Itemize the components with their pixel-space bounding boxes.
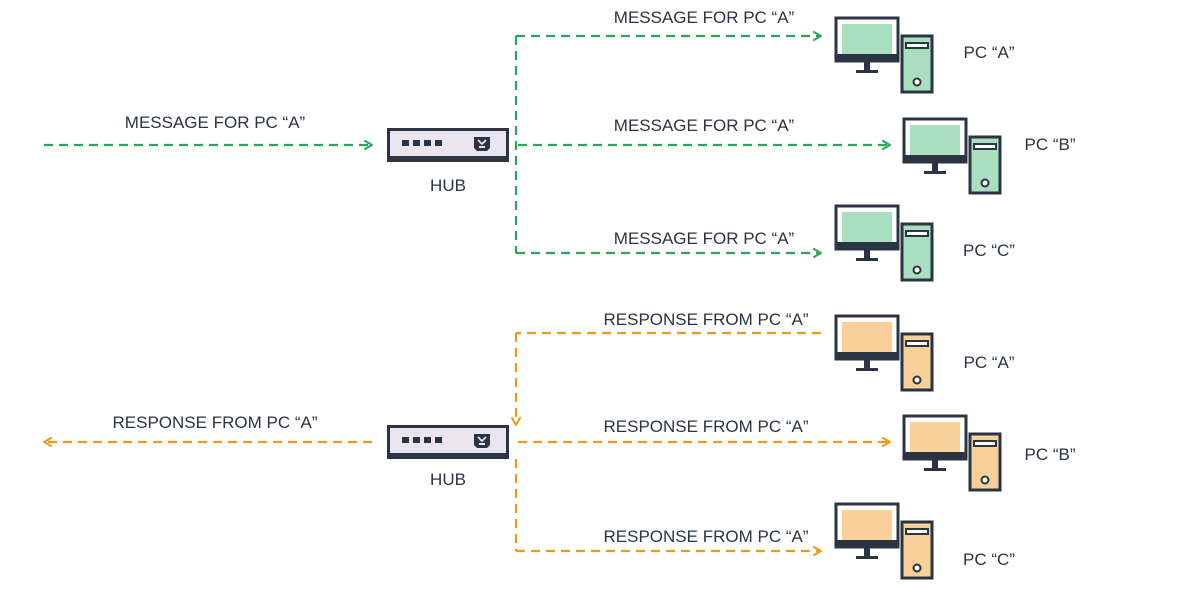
computer-icon [834, 204, 934, 282]
pc-label-b: PC “B” [1025, 135, 1076, 154]
incoming-message-label: MESSAGE FOR PC “A” [125, 113, 306, 132]
hub-icon [387, 128, 509, 162]
outgoing-response-label: RESPONSE FROM PC “A” [113, 413, 318, 432]
computer-icon [834, 314, 934, 392]
computer-icon [902, 414, 1002, 492]
response-label-c: RESPONSE FROM PC “A” [604, 527, 809, 546]
computer-icon [834, 502, 934, 580]
hub-label: HUB [430, 470, 466, 489]
pc-label-b: PC “B” [1025, 445, 1076, 464]
branch-label-b: MESSAGE FOR PC “A” [614, 116, 795, 135]
pc-label-c: PC “C” [963, 550, 1015, 569]
computer-icon [902, 117, 1002, 195]
bottom-section: RESPONSE FROM PC “A” HUB RESPONSE FROM P… [43, 310, 1076, 580]
pc-label-a: PC “A” [964, 353, 1015, 372]
pc-label-a: PC “A” [964, 43, 1015, 62]
computer-icon [834, 16, 934, 94]
pc-label-c: PC “C” [963, 241, 1015, 260]
top-section: MESSAGE FOR PC “A” HUB MESSAGE FOR PC “A… [44, 8, 1076, 282]
hub-icon [387, 425, 509, 459]
branch-label-a: MESSAGE FOR PC “A” [614, 8, 795, 27]
branch-label-c: MESSAGE FOR PC “A” [614, 229, 795, 248]
response-label-a: RESPONSE FROM PC “A” [604, 310, 809, 329]
response-label-b: RESPONSE FROM PC “A” [604, 417, 809, 436]
hub-label: HUB [430, 176, 466, 195]
